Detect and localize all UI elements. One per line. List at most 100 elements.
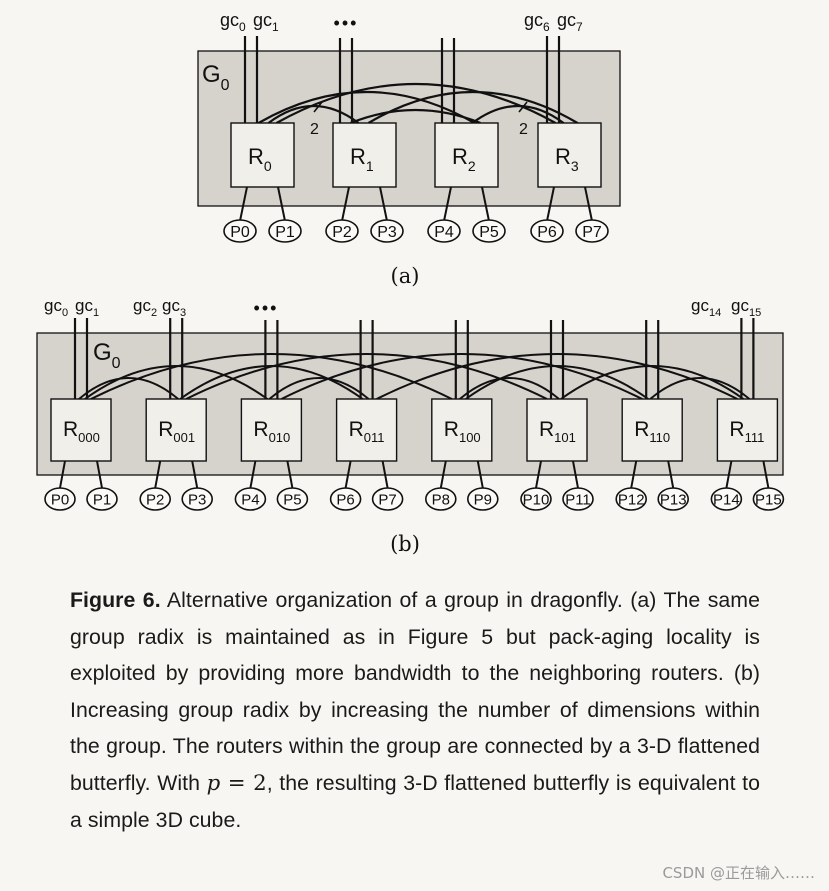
caption-text-1: Alternative organization of a group in d…	[70, 588, 760, 795]
processor-label: P2	[332, 224, 352, 241]
global-channel-label: gc15	[731, 296, 761, 319]
processor-label: P0	[51, 491, 69, 508]
processor-node	[86, 487, 118, 511]
processor-node	[472, 219, 506, 243]
processor-link	[191, 460, 199, 489]
router-label: R010	[253, 418, 290, 445]
processor-label: P14	[713, 491, 740, 508]
processor-label: P9	[474, 491, 492, 508]
link-multiplicity-label: 2	[310, 121, 319, 138]
ellipsis: •••	[254, 298, 279, 318]
router-box	[230, 122, 295, 188]
router-box	[434, 122, 499, 188]
processor-link	[476, 460, 484, 489]
processor-node	[657, 487, 690, 511]
flattened-butterfly-link	[268, 377, 370, 400]
processor-node	[530, 219, 564, 243]
processor-link	[381, 460, 389, 489]
processor-label: P5	[283, 491, 301, 508]
router-box	[145, 398, 207, 462]
watermark: CSDN @正在输入……	[662, 864, 815, 882]
router-box	[621, 398, 683, 462]
processor-node	[575, 219, 609, 243]
global-channel-label: gc6	[524, 10, 550, 34]
processor-node	[370, 219, 404, 243]
global-channel-label: gc0	[220, 10, 246, 34]
flattened-butterfly-link	[560, 365, 744, 400]
ellipsis: •••	[334, 13, 359, 33]
processor-node	[223, 219, 257, 243]
local-link	[350, 108, 481, 125]
flattened-butterfly-link	[649, 377, 751, 400]
processor-link	[239, 186, 248, 222]
processor-link	[344, 460, 352, 489]
processor-node	[424, 487, 457, 511]
processor-node	[276, 487, 309, 511]
processor-label: P10	[523, 491, 550, 508]
global-channel-label: gc3	[162, 296, 186, 319]
processor-label: P12	[618, 491, 645, 508]
router-label: R001	[158, 418, 195, 445]
panel-label-a: (a)	[391, 264, 420, 288]
router-label: R110	[634, 418, 670, 445]
router-box	[50, 398, 112, 462]
processor-link	[439, 460, 447, 489]
flattened-butterfly-link	[465, 365, 649, 400]
processor-label: P6	[537, 224, 557, 241]
group-label: G0	[93, 339, 121, 372]
router-label: R100	[444, 418, 481, 445]
flattened-butterfly-link	[90, 353, 453, 400]
global-channel-label: gc2	[133, 296, 157, 319]
router-box	[240, 398, 303, 462]
router-label: R1	[350, 144, 374, 174]
global-channel-label: gc7	[557, 10, 583, 34]
router-box	[716, 398, 779, 462]
processor-link	[286, 460, 294, 489]
caption-math-eq: = 2	[220, 770, 267, 796]
processor-node	[325, 219, 359, 243]
local-link	[367, 90, 579, 124]
router-label: R2	[452, 144, 476, 174]
local-link	[257, 90, 476, 124]
processor-label: P5	[479, 224, 499, 241]
processor-link	[379, 186, 388, 222]
global-channel-label: gc14	[691, 296, 721, 319]
processor-link	[341, 186, 350, 222]
global-channel-label: gc1	[75, 296, 99, 319]
processor-node	[371, 487, 404, 511]
processor-link	[546, 186, 555, 222]
router-label: R000	[63, 418, 100, 445]
processor-label: P13	[660, 491, 687, 508]
caption-math-var: p	[206, 770, 221, 796]
processor-node	[268, 219, 302, 243]
processor-node	[427, 219, 461, 243]
router-label: R011	[349, 418, 385, 445]
multiplicity-tick	[313, 101, 323, 113]
processor-link	[249, 460, 257, 489]
global-channel-label: gc1	[253, 10, 279, 34]
multiplicity-tick	[518, 101, 528, 113]
processor-label: P4	[434, 224, 454, 241]
processor-label: P15	[755, 491, 782, 508]
router-box	[335, 398, 398, 462]
processor-node	[234, 487, 267, 511]
processor-link	[481, 186, 490, 222]
local-link	[471, 105, 565, 124]
processor-link	[762, 460, 770, 489]
router-box	[332, 122, 397, 188]
processor-label: P3	[377, 224, 397, 241]
processor-node	[139, 487, 171, 511]
processor-node	[520, 487, 552, 511]
group-label: G0	[202, 61, 230, 94]
local-link	[275, 82, 557, 124]
processor-label: P0	[230, 224, 250, 241]
processor-link	[443, 186, 452, 222]
processor-link	[96, 460, 103, 489]
processor-node	[44, 487, 76, 511]
panel-label-b: (b)	[390, 532, 420, 556]
processor-label: P7	[378, 491, 396, 508]
processor-link	[667, 460, 675, 489]
